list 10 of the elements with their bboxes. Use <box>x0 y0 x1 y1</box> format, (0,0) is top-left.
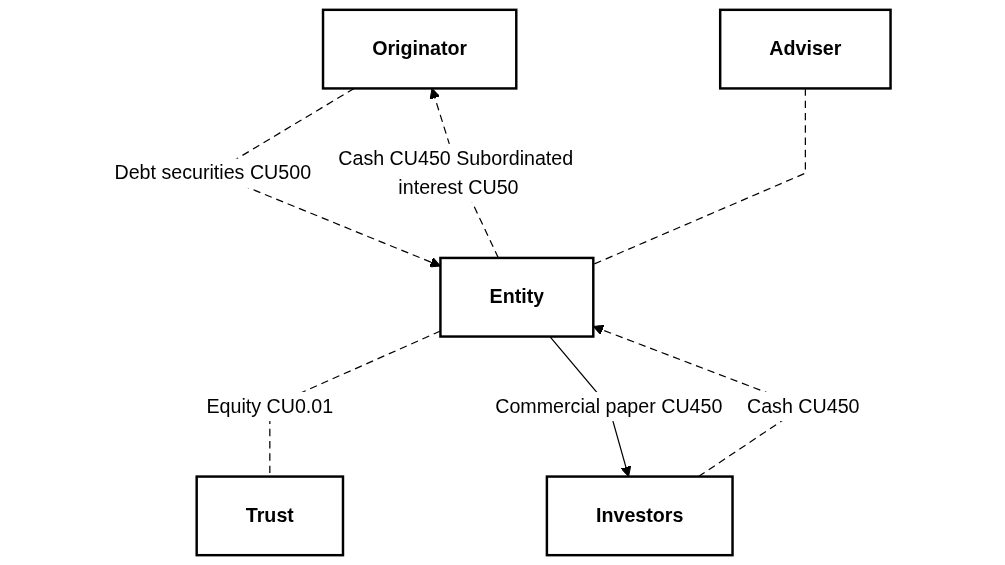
edge-label: Cash CU450 <box>746 395 860 417</box>
node-box: Investors <box>545 475 734 557</box>
edge-label: Equity CU0.01 <box>206 395 334 417</box>
edge-label: Cash CU450 Subordinated interest CU50 <box>338 147 574 198</box>
node-box: Entity <box>439 256 595 338</box>
edge-label: Commercial paper CU450 <box>495 395 723 417</box>
edge-label: Debt securities CU500 <box>114 162 312 184</box>
node-box: Trust <box>195 475 345 557</box>
node-box: Originator <box>321 8 518 90</box>
node-box: Adviser <box>718 8 892 90</box>
